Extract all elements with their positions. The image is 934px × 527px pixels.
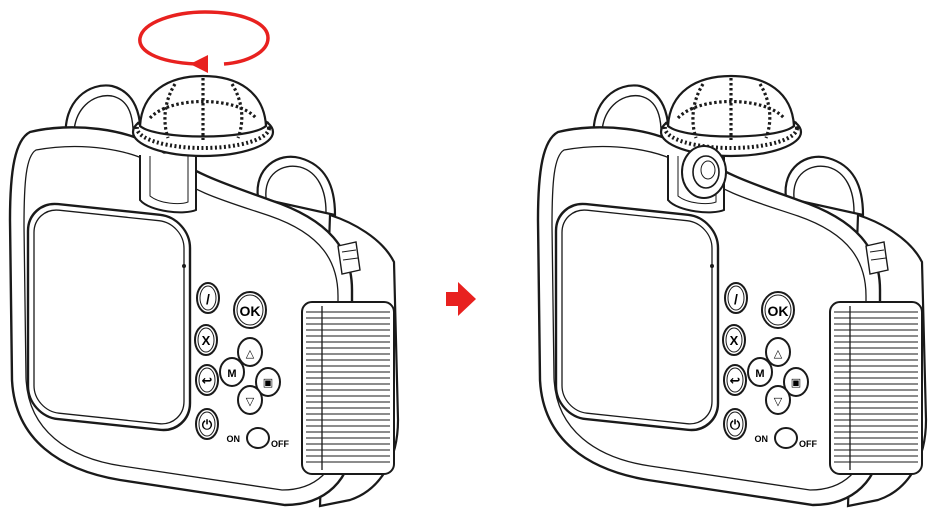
power-button-label-after: ⏻: [730, 417, 741, 432]
edit-button-label: /: [206, 291, 210, 307]
rotate-counterclockwise-arrow-icon: [138, 10, 270, 73]
ok-button-label-after: OK: [768, 303, 789, 319]
switch-on-label-after: ON: [755, 434, 769, 444]
down-button-label: ▽: [246, 396, 255, 408]
camera-lens-icon: [681, 145, 727, 199]
right-arrow-icon: [446, 282, 476, 316]
edit-button-label-after: /: [734, 291, 738, 307]
down-button-label-after: ▽: [774, 396, 783, 408]
power-button-label: ⏻: [202, 417, 213, 432]
back-button-label-after: ↩: [730, 373, 741, 388]
photo-button-label-after: ▣: [791, 377, 801, 389]
ok-button-label: OK: [240, 303, 261, 319]
photo-button-label: ▣: [263, 377, 273, 389]
menu-button-label-after: M: [755, 368, 764, 380]
switch-off-label: OFF: [271, 439, 289, 449]
back-button-label: ↩: [202, 373, 213, 388]
camera-before: / OK X △ M ▣ ↩ ▽ ⏻ ON OFF: [8, 74, 400, 508]
up-button-label: △: [246, 348, 255, 360]
menu-button-label: M: [227, 368, 236, 380]
cancel-button-label-after: X: [730, 333, 739, 348]
switch-off-label-after: OFF: [799, 439, 817, 449]
camera-after: / OK X △ M ▣ ↩ ▽ ⏻ ON OFF: [536, 74, 928, 508]
cancel-button-label: X: [202, 333, 211, 348]
up-button-label-after: △: [774, 348, 783, 360]
switch-on-label: ON: [227, 434, 241, 444]
